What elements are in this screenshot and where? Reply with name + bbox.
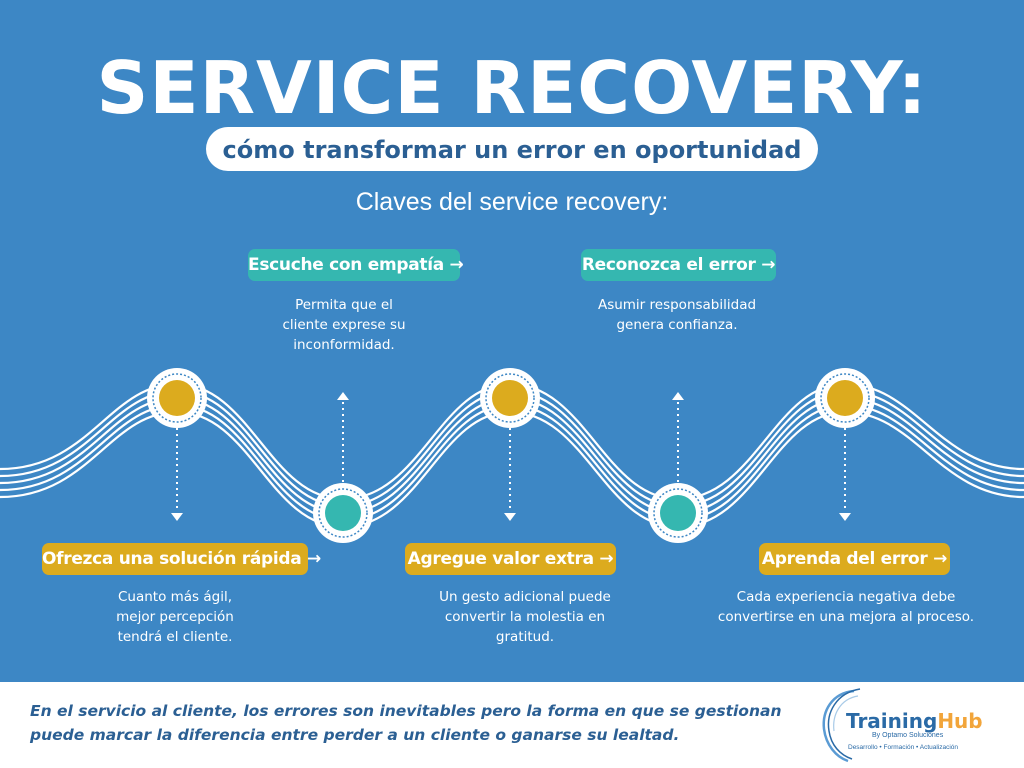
desc-line: Cada experiencia negativa debe: [736, 589, 956, 605]
desc-line: inconformidad.: [293, 337, 395, 353]
desc-line: Cuanto más ágil,: [117, 589, 233, 605]
node-3: [480, 368, 540, 428]
subtitle-pill: [206, 127, 818, 171]
logo-wordmark: TrainingHub: [846, 710, 983, 732]
arrow-down-icon: [504, 513, 516, 521]
desc-line: gratitud.: [495, 629, 555, 645]
desc-line: Permita que el: [295, 297, 393, 313]
desc-line: Un gesto adicional puede: [439, 589, 611, 605]
desc-line: tendrá el cliente.: [117, 629, 233, 645]
step-label-agregue: Agregue valor extra →: [405, 543, 616, 575]
footer-band: [0, 682, 1024, 768]
step-desc-aprenda: Cada experiencia negativa debe convertir…: [698, 587, 994, 627]
arrow-up-icon: [672, 392, 684, 400]
logo-by-line: By Optamo Soluciones: [872, 732, 944, 739]
connector-lines: [176, 402, 846, 512]
step-label-aprenda: Aprenda del error →: [759, 543, 950, 575]
step-desc-ofrezca: Cuanto más ágil, mejor percepción tendrá…: [85, 587, 265, 647]
node-5: [815, 368, 875, 428]
logo-name-part2: Hub: [937, 709, 983, 733]
logo-name-part1: Training: [846, 709, 938, 733]
desc-line: Asumir responsabilidad: [597, 297, 757, 313]
node-1: [147, 368, 207, 428]
traininghub-logo-swoosh-icon: [822, 688, 861, 763]
arrow-up-icon: [337, 392, 349, 400]
subtitle: cómo transformar un error en oportunidad: [222, 136, 802, 164]
step-desc-reconozca: Asumir responsabilidad genera confianza.: [572, 295, 782, 335]
desc-line: genera confianza.: [616, 317, 738, 333]
desc-line: convertir la molestia en: [444, 609, 606, 625]
step-label-reconozca: Reconozca el error →: [581, 249, 776, 281]
step-desc-agregue: Un gesto adicional puede convertir la mo…: [405, 587, 645, 647]
desc-line: convertirse en una mejora al proceso.: [717, 609, 975, 625]
step-label-ofrezca: Ofrezca una solución rápida →: [42, 543, 321, 575]
desc-line: mejor percepción: [116, 609, 234, 625]
main-title: SERVICE RECOVERY:: [96, 46, 928, 130]
logo-tagline: Desarrollo • Formación • Actualización: [848, 744, 959, 751]
step-desc-escuche: Permita que el cliente exprese su inconf…: [244, 295, 444, 355]
arrow-down-icon: [839, 513, 851, 521]
section-heading: Claves del service recovery:: [355, 188, 669, 216]
arrowheads: [171, 392, 851, 521]
node-2: [313, 483, 373, 543]
step-label-escuche: Escuche con empatía →: [248, 249, 464, 281]
desc-line: cliente exprese su: [282, 317, 406, 333]
node-4: [648, 483, 708, 543]
footer-text: En el servicio al cliente, los errores s…: [30, 702, 782, 744]
arrow-down-icon: [171, 513, 183, 521]
